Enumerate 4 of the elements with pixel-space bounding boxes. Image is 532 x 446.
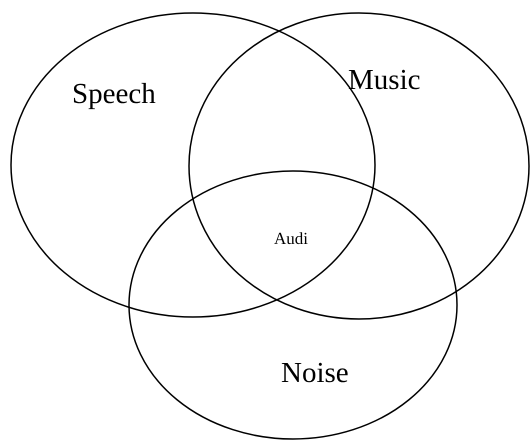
set-label: Music — [348, 64, 420, 97]
set-label: Speech — [72, 78, 156, 111]
intersection-label: Audi — [274, 229, 308, 249]
set-label: Noise — [281, 357, 349, 390]
